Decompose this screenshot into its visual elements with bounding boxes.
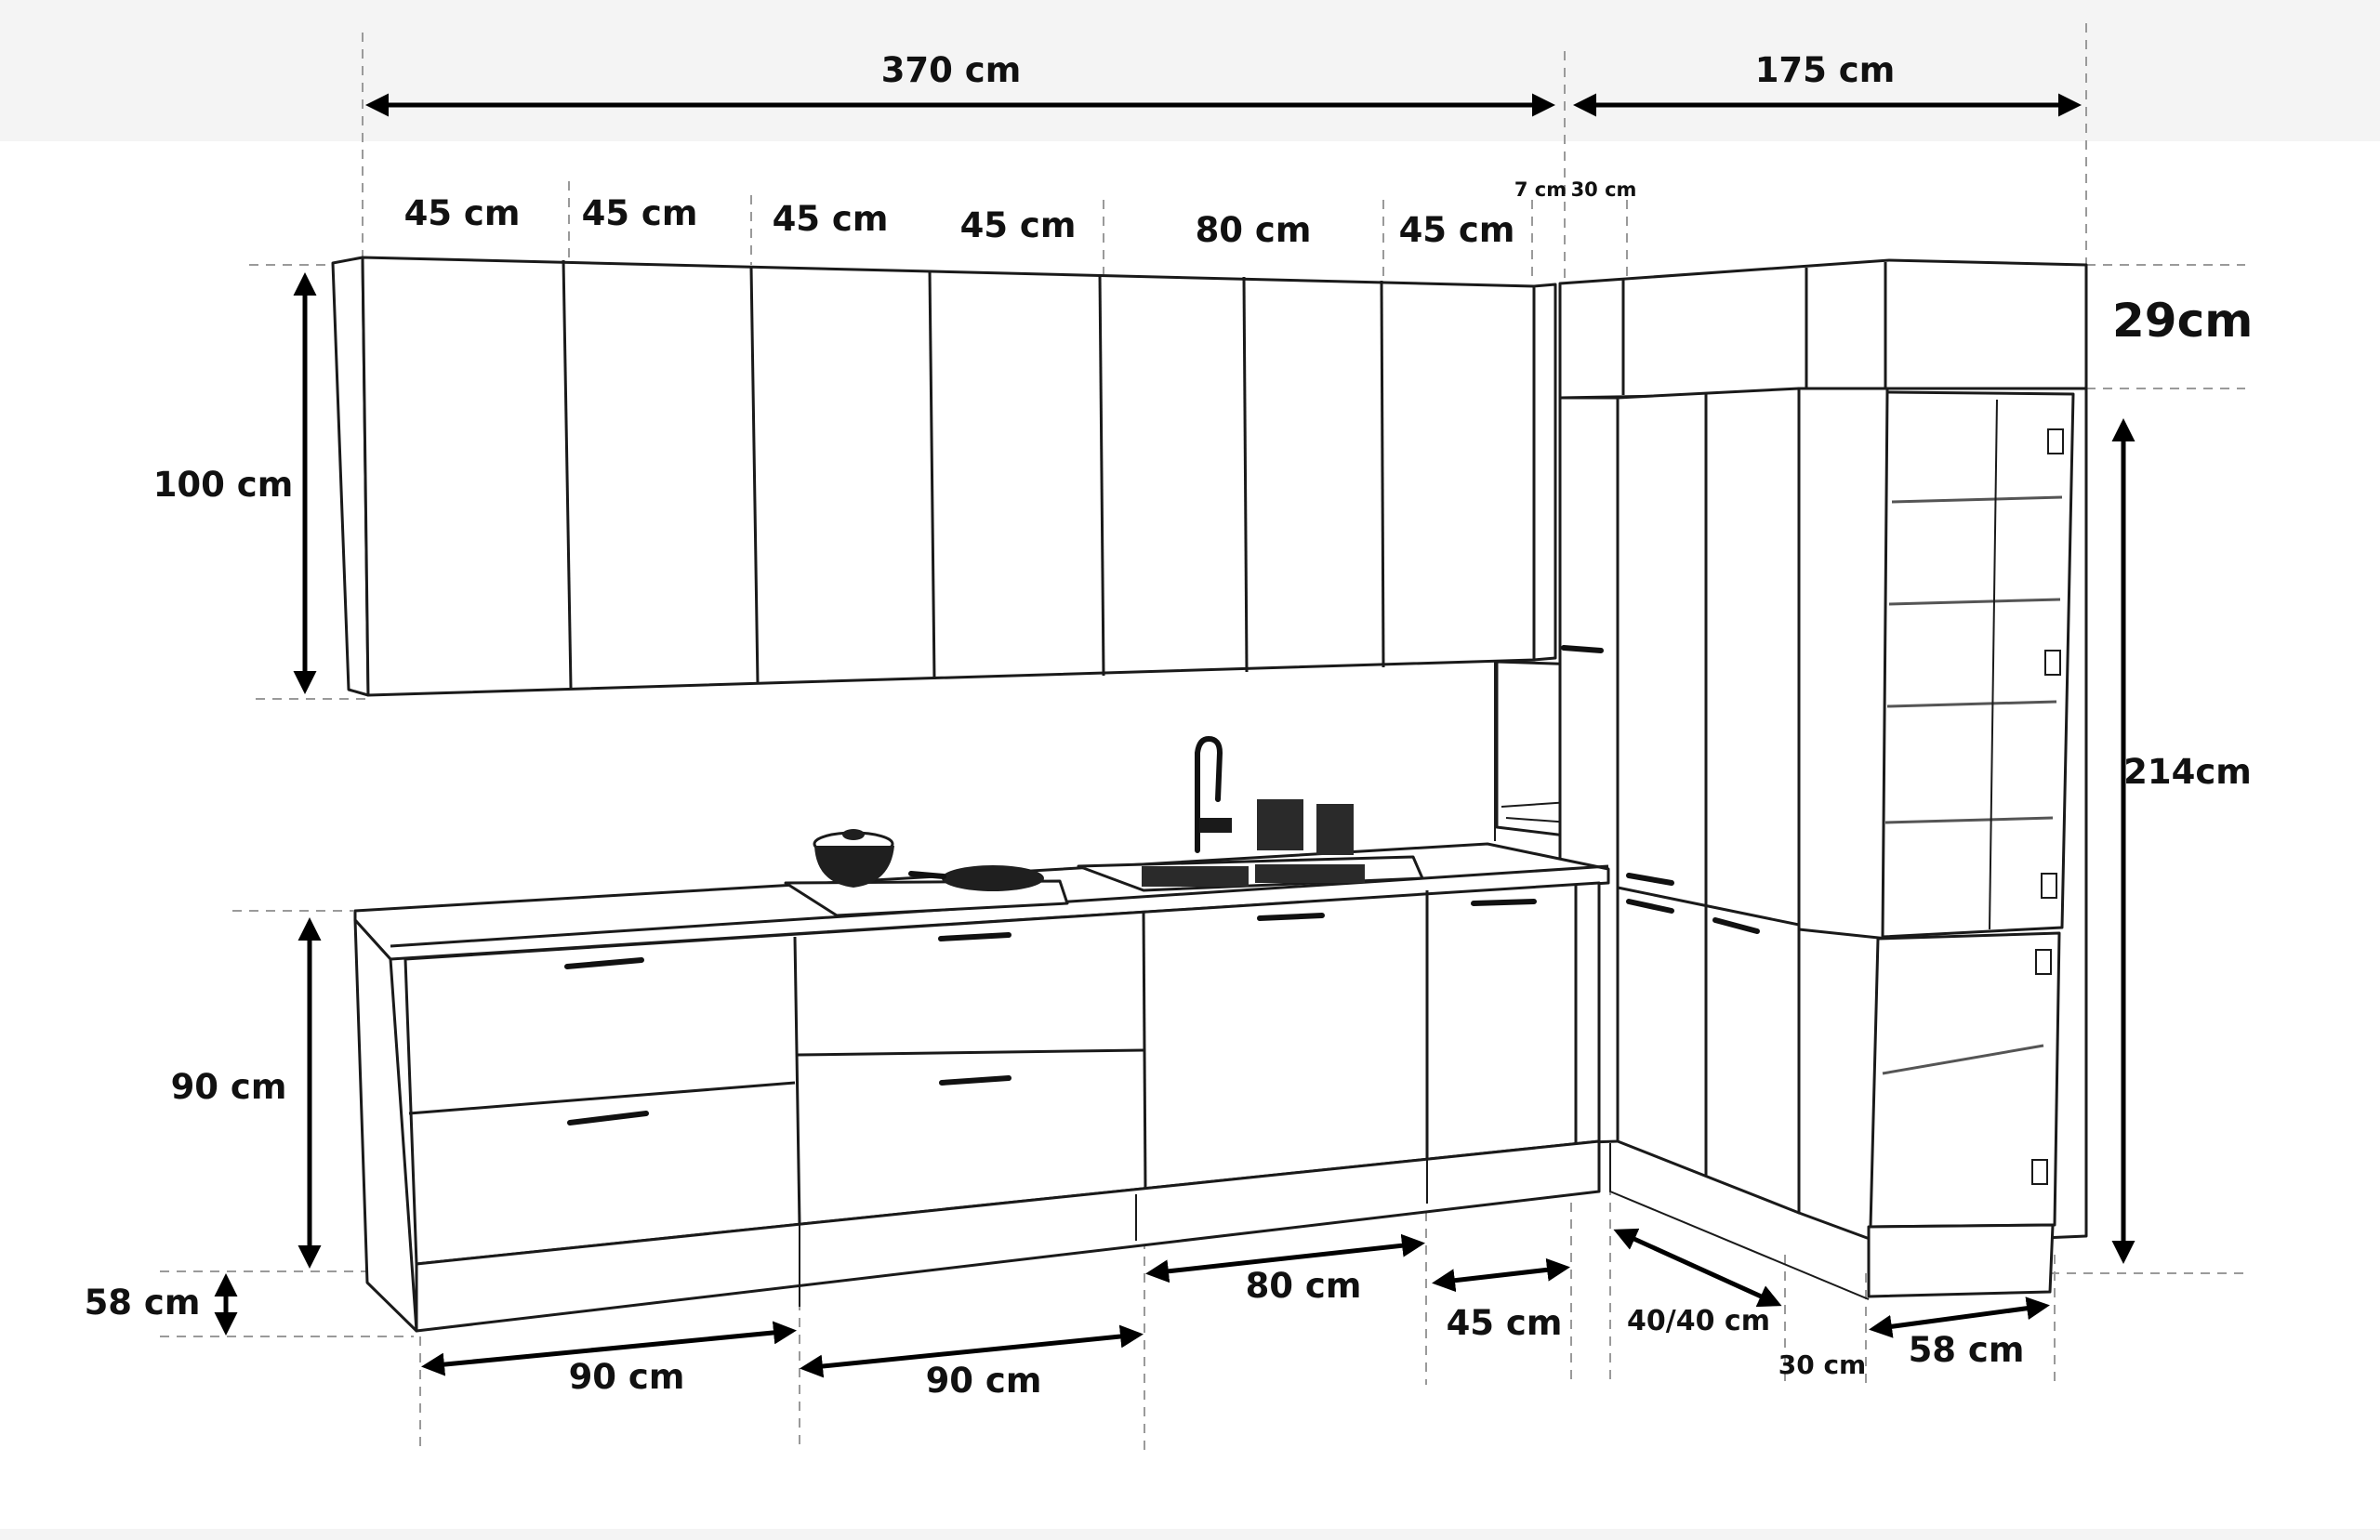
label-top-total-left: 370 cm — [881, 50, 1022, 90]
top-band — [0, 0, 2380, 141]
label-upper-width-6: 45 cm — [1399, 210, 1515, 250]
label-upper-width-2: 45 cm — [582, 193, 698, 233]
label-bottom-30: 30 cm — [1778, 1349, 1867, 1380]
label-upper-width-5: 80 cm — [1196, 210, 1312, 250]
label-small-7: 7 cm — [1514, 178, 1567, 201]
label-plinth-height: 58 cm — [85, 1283, 201, 1323]
label-small-30: 30 cm — [1571, 178, 1637, 201]
bottom-band — [0, 1529, 2380, 1540]
countertop — [353, 842, 1610, 961]
guide-lines — [160, 23, 2245, 1450]
label-bottom-90-b: 90 cm — [926, 1361, 1042, 1401]
label-top-total-right: 175 cm — [1755, 50, 1896, 90]
label-top-height: 29cm — [2112, 294, 2253, 348]
label-bottom-45: 45 cm — [1447, 1303, 1563, 1343]
label-tall-height: 214cm — [2123, 752, 2252, 792]
label-bottom-58: 58 cm — [1909, 1330, 2025, 1370]
label-base-height: 90 cm — [171, 1067, 287, 1107]
cookware — [813, 735, 1354, 891]
tall-unit — [1558, 258, 2088, 1300]
base-cabinets — [353, 881, 1601, 1333]
label-upper-width-4: 45 cm — [960, 205, 1077, 245]
label-upper-width-3: 45 cm — [773, 199, 889, 239]
label-bottom-80: 80 cm — [1246, 1266, 1362, 1306]
dimension-arrows — [214, 93, 2135, 1378]
label-corner: 40/40 cm — [1627, 1305, 1770, 1337]
label-upper-width-1: 45 cm — [404, 193, 521, 233]
label-bottom-90-a: 90 cm — [569, 1357, 685, 1397]
label-upper-height: 100 cm — [153, 465, 294, 505]
upper-cabinets — [331, 256, 1557, 697]
